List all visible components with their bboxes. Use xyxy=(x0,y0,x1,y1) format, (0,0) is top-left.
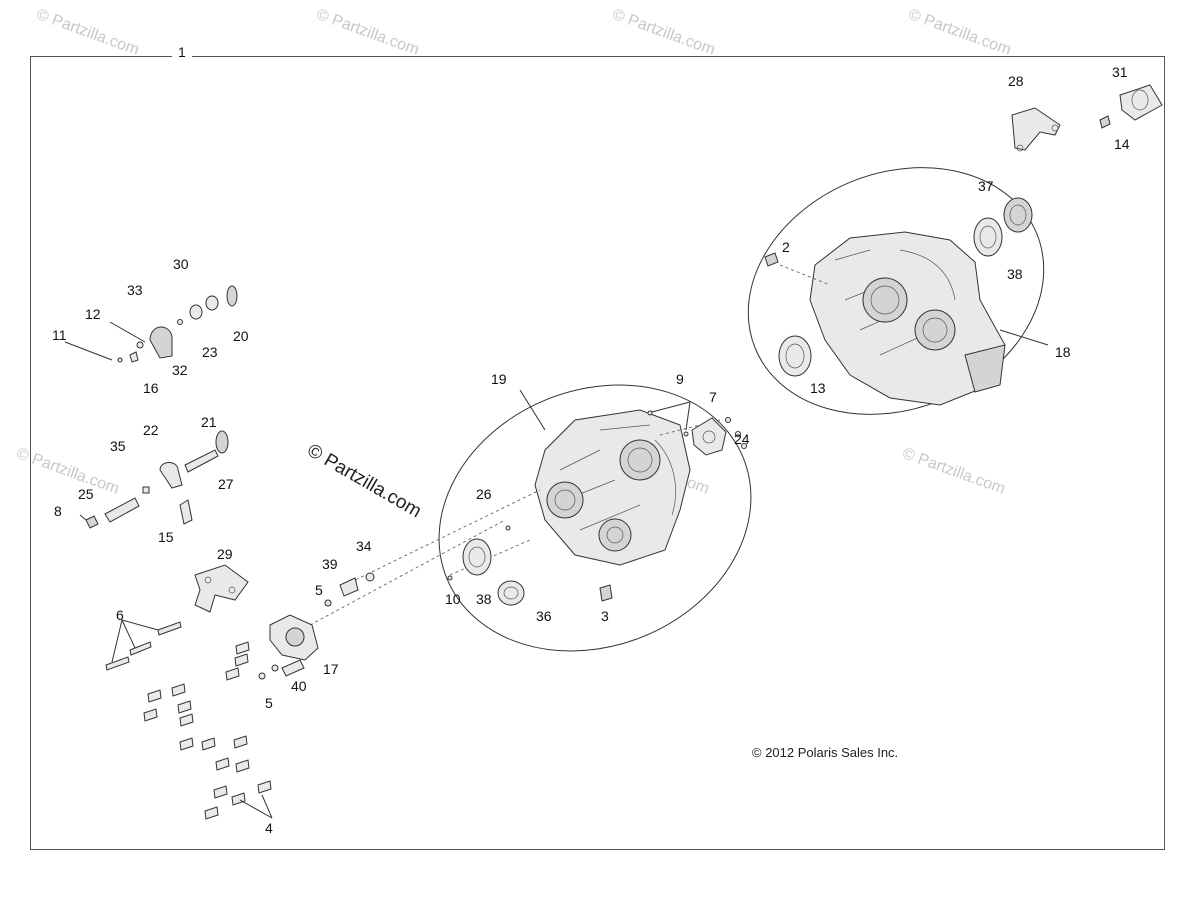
pump-assembly xyxy=(258,572,375,680)
callout-31: 31 xyxy=(1112,64,1128,80)
callout-9: 9 xyxy=(676,371,684,387)
assembly-callout: 1 xyxy=(172,44,192,60)
callout-38: 38 xyxy=(476,591,492,607)
copyright-notice: © 2012 Polaris Sales Inc. xyxy=(752,745,899,760)
callout-30: 30 xyxy=(173,256,189,272)
callout-20: 20 xyxy=(233,328,249,344)
small-parts xyxy=(447,84,1163,602)
callout-19: 19 xyxy=(491,371,507,387)
callout-37: 37 xyxy=(978,178,994,194)
left-case xyxy=(534,409,691,566)
seals xyxy=(462,197,1033,606)
callout-6: 6 xyxy=(116,607,124,623)
callout-12: 12 xyxy=(85,306,101,322)
callout-18: 18 xyxy=(1055,344,1071,360)
case-group-outline xyxy=(438,384,752,652)
callout-7: 7 xyxy=(709,389,717,405)
callout-26: 26 xyxy=(476,486,492,502)
callout-2: 2 xyxy=(782,239,790,255)
callout-32: 32 xyxy=(172,362,188,378)
diagram-frame xyxy=(30,56,1165,850)
callout-14: 14 xyxy=(1114,136,1130,152)
callout-4: 4 xyxy=(265,820,273,836)
callout-24: 24 xyxy=(734,431,750,447)
callout-16: 16 xyxy=(143,380,159,396)
callout-25: 25 xyxy=(78,486,94,502)
callout-34: 34 xyxy=(356,538,372,554)
callout-36: 36 xyxy=(536,608,552,624)
callout-33: 33 xyxy=(127,282,143,298)
callout-28: 28 xyxy=(1008,73,1024,89)
callout-11: 11 xyxy=(52,327,67,343)
callout-40: 40 xyxy=(291,678,307,694)
bolt-cluster-4 xyxy=(143,641,273,820)
callout-27: 27 xyxy=(218,476,234,492)
callout-29: 29 xyxy=(217,546,233,562)
callout-13: 13 xyxy=(810,380,826,396)
callout-17: 17 xyxy=(323,661,339,677)
callout-38: 38 xyxy=(1007,266,1023,282)
callout-23: 23 xyxy=(202,344,218,360)
callout-10: 10 xyxy=(445,591,461,607)
callout-5: 5 xyxy=(265,695,273,711)
callout-15: 15 xyxy=(158,529,174,545)
callout-39: 39 xyxy=(322,556,338,572)
callout-22: 22 xyxy=(143,422,159,438)
callout-8: 8 xyxy=(54,503,62,519)
gear-cluster xyxy=(64,285,238,363)
bolts-6 xyxy=(105,619,182,671)
right-housing xyxy=(809,231,1006,406)
callout-35: 35 xyxy=(110,438,126,454)
shift-shaft xyxy=(79,430,229,529)
callout-21: 21 xyxy=(201,414,217,430)
callout-3: 3 xyxy=(601,608,609,624)
bracket-29 xyxy=(194,564,249,613)
callout-5: 5 xyxy=(315,582,323,598)
